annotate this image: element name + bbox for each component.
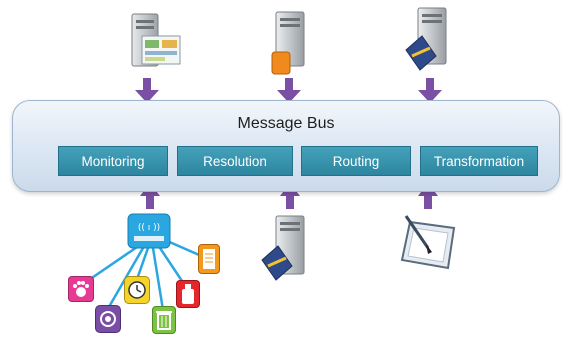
bottle-device-icon (176, 280, 200, 308)
face-device-icon (95, 305, 121, 333)
server-tools-icon (261, 215, 305, 281)
arrow-down-2 (277, 78, 301, 103)
server-dashboard-icon (131, 13, 181, 67)
module-routing[interactable]: Routing (301, 146, 411, 176)
module-resolution[interactable]: Resolution (177, 146, 293, 176)
clock-device-icon (124, 276, 150, 304)
bus-title: Message Bus (237, 115, 335, 132)
tablet-pen-icon (400, 215, 456, 270)
server-tools-icon (405, 7, 447, 71)
paw-device-icon (68, 276, 94, 302)
trash-device-icon (152, 306, 176, 334)
arrow-down-1 (135, 78, 159, 103)
hub-label: (( ı )) (138, 223, 160, 233)
module-transformation[interactable]: Transformation (420, 146, 538, 176)
wireless-hub-icon[interactable]: (( ı )) (126, 212, 172, 252)
arrow-down-3 (418, 78, 442, 103)
message-bus: Message Bus Monitoring Resolution Routin… (12, 100, 560, 192)
meter-device-icon (198, 244, 220, 274)
server-orange-icon (271, 11, 305, 75)
module-monitoring[interactable]: Monitoring (58, 146, 168, 176)
